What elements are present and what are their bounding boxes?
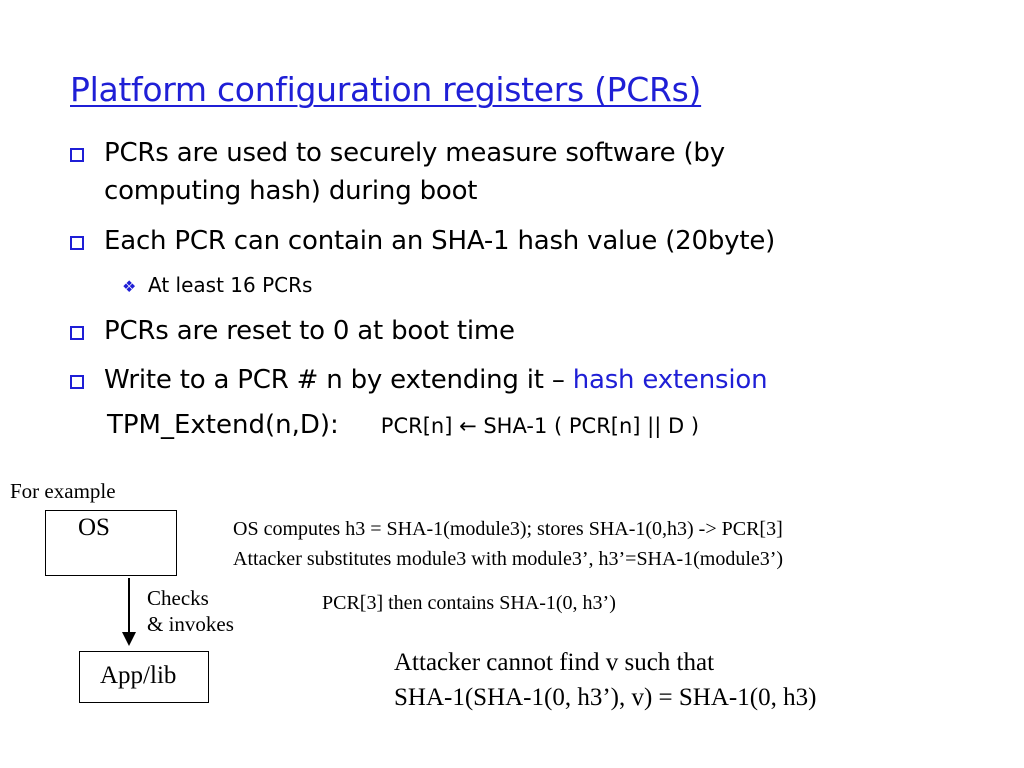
note-os-computes: OS computes h3 = SHA-1(module3); stores … <box>233 518 783 540</box>
bullet-text-line1: PCRs are used to securely measure softwa… <box>104 138 725 168</box>
diamond-bullet-icon: ❖ <box>122 277 137 296</box>
arrow-label: Checks & invokes <box>147 585 234 637</box>
arrow-line <box>128 578 130 634</box>
sub-bullet-item: ❖ At least 16 PCRs <box>122 271 313 299</box>
bullet-item: Write to a PCR # n by extending it – has… <box>70 361 768 399</box>
tpm-extend-formula: PCR[n] ← SHA-1 ( PCR[n] || D ) <box>380 414 700 438</box>
os-label: OS <box>78 514 110 541</box>
conclusion-line2: SHA-1(SHA-1(0, h3’), v) = SHA-1(0, h3) <box>394 684 817 711</box>
bullet-text-line1: Each PCR can contain an SHA-1 hash value… <box>104 226 776 256</box>
note-attacker-substitutes: Attacker substitutes module3 with module… <box>233 548 784 570</box>
app-lib-label: App/lib <box>100 662 177 689</box>
hash-extension-highlight: hash extension <box>572 365 768 395</box>
square-bullet-icon <box>70 148 84 162</box>
square-bullet-icon <box>70 375 84 389</box>
arrow-label-line2: & invokes <box>147 612 234 636</box>
bullet-text-prefix: Write to a PCR # n by extending it – <box>104 365 573 395</box>
tpm-extend-label: TPM_Extend(n,D): <box>107 410 339 440</box>
example-notes: OS computes h3 = SHA-1(module3); stores … <box>233 514 783 574</box>
square-bullet-icon <box>70 236 84 250</box>
app-lib-box: App/lib <box>79 651 209 703</box>
conclusion-line1: Attacker cannot find v such that <box>394 649 715 676</box>
note-pcr3-contains: PCR[3] then contains SHA-1(0, h3’) <box>322 592 616 614</box>
bullet-text-line1: PCRs are reset to 0 at boot time <box>104 316 515 346</box>
example-heading: For example <box>10 479 116 503</box>
bullet-item: PCRs are used to securely measure softwa… <box>70 134 725 210</box>
slide-title: Platform configuration registers (PCRs) <box>70 70 702 109</box>
os-box: OS <box>45 510 177 576</box>
bullet-item: Each PCR can contain an SHA-1 hash value… <box>70 222 776 260</box>
bullet-text-line2: computing hash) during boot <box>104 176 478 206</box>
tpm-extend-line: TPM_Extend(n,D): PCR[n] ← SHA-1 ( PCR[n] … <box>107 410 699 440</box>
sub-bullet-text: At least 16 PCRs <box>148 273 313 297</box>
arrow-down-icon <box>122 632 136 646</box>
square-bullet-icon <box>70 326 84 340</box>
attacker-conclusion: Attacker cannot find v such that SHA-1(S… <box>394 645 816 715</box>
bullet-item: PCRs are reset to 0 at boot time <box>70 312 515 350</box>
arrow-label-line1: Checks <box>147 586 209 610</box>
